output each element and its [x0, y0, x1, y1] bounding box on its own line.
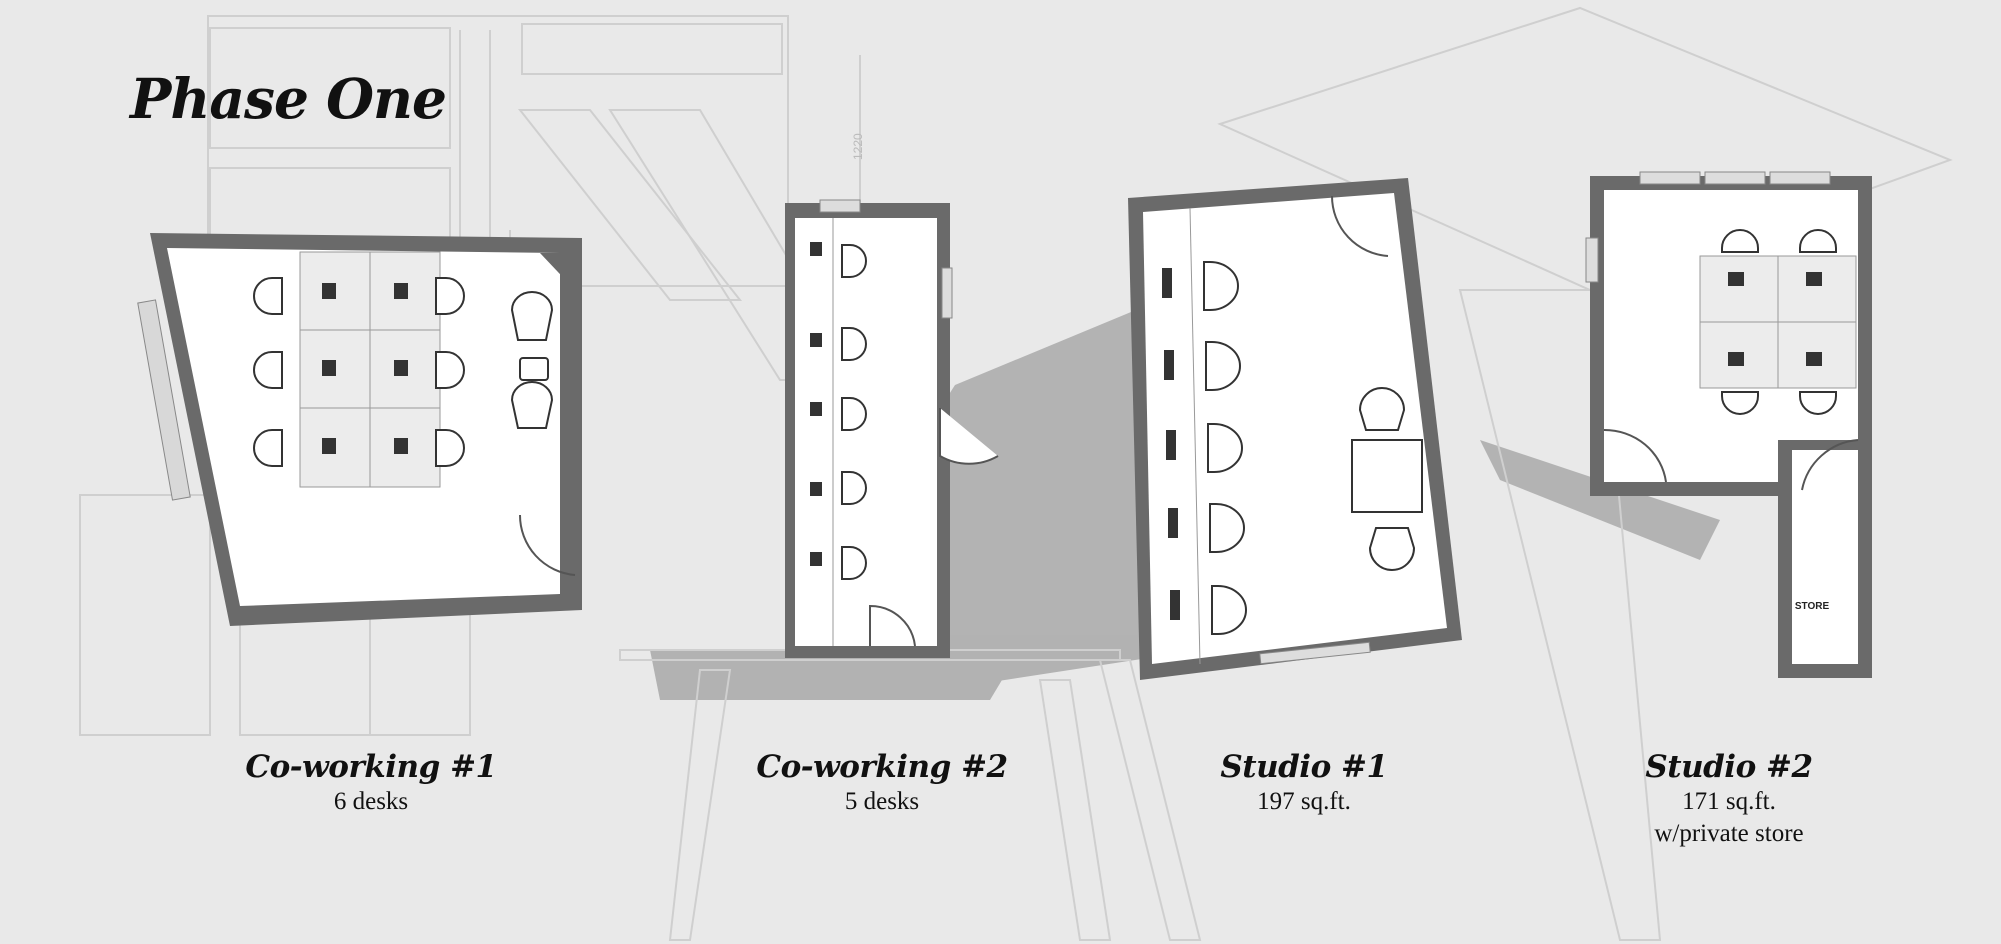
- room-name: Studio #2: [1645, 749, 1813, 785]
- monitors: [1162, 268, 1180, 620]
- room-name: Co-working #2: [756, 749, 1008, 785]
- floor-plan-coworking-1: [137, 233, 582, 626]
- room-name: Studio #1: [1220, 749, 1388, 785]
- meeting-table: [1351, 387, 1423, 571]
- window: [137, 299, 191, 501]
- caption-coworking-2: Co-working #2 5 desks: [722, 748, 1042, 818]
- window: [819, 199, 861, 213]
- chairs: [253, 277, 465, 467]
- monitors: [322, 283, 408, 454]
- door: [1330, 195, 1389, 257]
- windows: [1585, 171, 1831, 283]
- room-detail: w/private store: [1654, 820, 1804, 847]
- window: [1259, 641, 1371, 665]
- floor-plan-coworking-2: [785, 199, 999, 658]
- store-label: STORE: [1794, 601, 1830, 612]
- door: [939, 408, 999, 465]
- dimension-label: 1220: [851, 133, 865, 160]
- room-detail: 197 sq.ft.: [1257, 788, 1351, 815]
- room-name: Co-working #1: [245, 749, 497, 785]
- lounge-area: [510, 291, 554, 429]
- door: [518, 514, 576, 576]
- window: [941, 267, 953, 319]
- floor-plan-studio-2: [1585, 171, 1872, 678]
- chairs: [1203, 261, 1247, 635]
- caption-studio-1: Studio #1 197 sq.ft.: [1144, 748, 1464, 818]
- door: [1801, 439, 1859, 491]
- page-title: Phase One: [130, 66, 447, 131]
- chairs: [841, 244, 867, 580]
- monitors: [810, 242, 822, 566]
- door: [869, 604, 916, 647]
- monitors: [1728, 272, 1822, 366]
- room-detail: 5 desks: [844, 788, 920, 815]
- room-detail: 171 sq.ft.: [1682, 788, 1776, 815]
- caption-studio-2: Studio #2 171 sq.ft. w/private store: [1569, 748, 1889, 850]
- chairs: [1721, 229, 1837, 415]
- room-detail: 6 desks: [333, 788, 409, 815]
- door: [1603, 428, 1667, 483]
- floor-plan-studio-1: [1128, 178, 1462, 680]
- caption-coworking-1: Co-working #1 6 desks: [211, 748, 531, 818]
